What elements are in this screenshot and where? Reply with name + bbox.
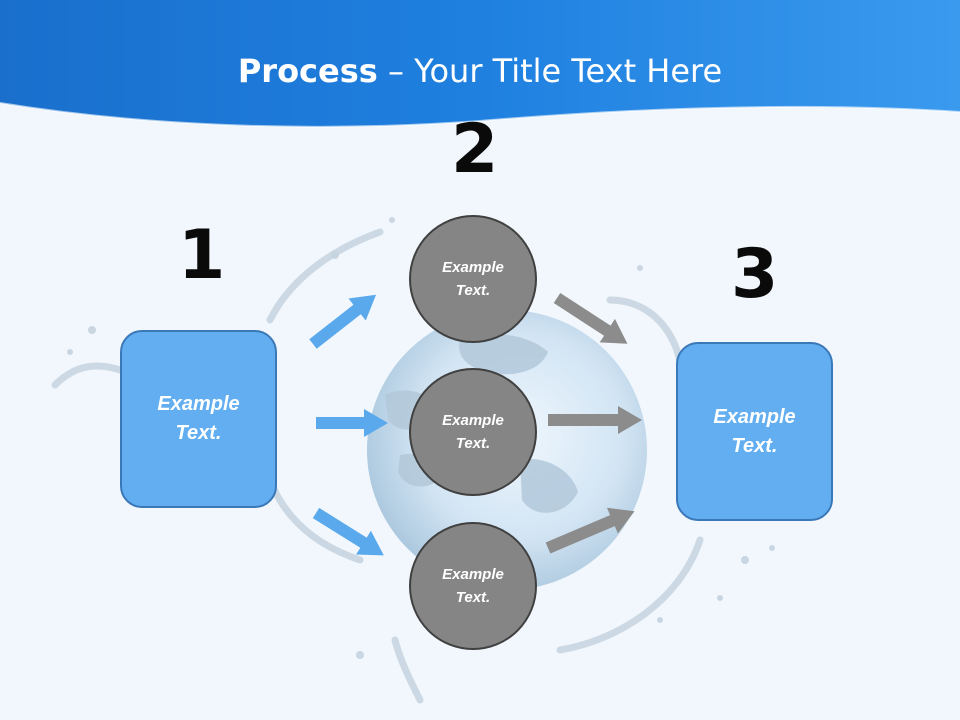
title-rest: – Your Title Text Here [377,52,723,90]
step-2-circle-2[interactable]: Example Text. [409,368,537,496]
step-1-text: Example Text. [157,393,240,444]
step-3-text: Example Text. [713,405,796,457]
gray-arrows [545,292,642,554]
step-number-3: 3 [731,235,779,314]
step-number-1: 1 [178,216,226,295]
step-1-box[interactable]: Example Text. [120,330,277,508]
header-wave [0,0,960,127]
water-drops [67,217,775,659]
circle-2-text: Example Text. [442,412,504,452]
circle-3-text: Example Text. [442,566,504,606]
circle-1-text: Example Text. [442,259,504,299]
title-bold: Process [237,52,378,90]
blue-arrows [309,294,388,556]
step-2-circle-3[interactable]: Example Text. [409,522,537,650]
step-3-box[interactable]: Example Text. [676,342,833,521]
step-number-2: 2 [451,110,499,189]
slide-title: Process – Your Title Text Here [0,52,960,90]
step-2-circle-1[interactable]: Example Text. [409,215,537,343]
header-highlight [0,102,960,128]
